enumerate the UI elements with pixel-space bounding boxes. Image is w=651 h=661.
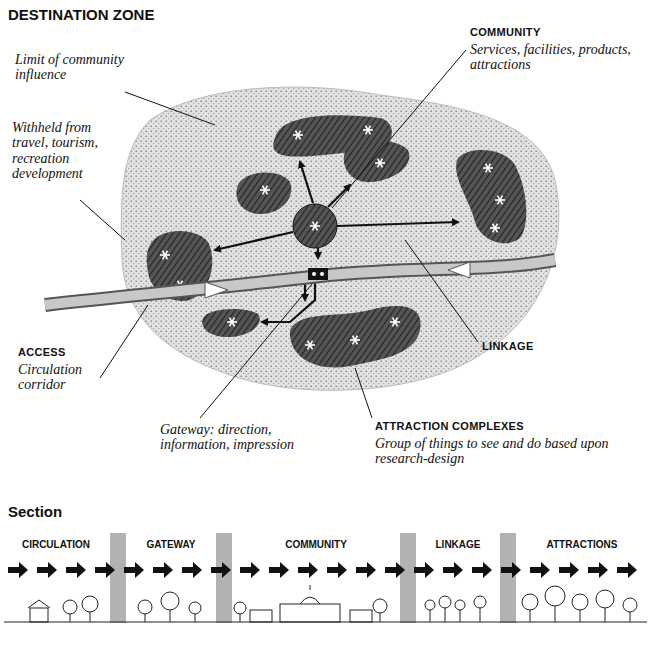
band-label: LINKAGE — [436, 539, 481, 550]
section-band: GATEWAY — [128, 538, 214, 551]
part-name: COMMUNITY — [470, 26, 640, 38]
band-label: GATEWAY — [147, 539, 196, 550]
note-text: Withheld from travel, tourism, recreatio… — [12, 120, 107, 182]
note-text: Services, facilities, products, attracti… — [470, 42, 645, 73]
section-heading: Section — [8, 503, 128, 520]
section-band: CIRCULATION — [4, 538, 108, 551]
note-text: Circulation corridor — [18, 362, 108, 393]
part-name: LINKAGE — [482, 340, 582, 352]
band-label: CIRCULATION — [22, 539, 90, 550]
section-band: LINKAGE — [418, 538, 498, 551]
band-label: ATTRACTIONS — [547, 539, 618, 550]
note-text: Group of things to see and do based upon… — [375, 436, 645, 467]
section-band: COMMUNITY — [234, 538, 398, 551]
note-text: Gateway: direction, information, impress… — [160, 422, 320, 453]
diagram-title: DESTINATION ZONE — [8, 6, 154, 23]
section-band: ATTRACTIONS — [518, 538, 646, 551]
part-name: ACCESS — [18, 346, 118, 358]
band-label: COMMUNITY — [285, 539, 347, 550]
note-text: Limit of community influence — [15, 52, 155, 83]
part-name: ATTRACTION COMPLEXES — [375, 420, 635, 432]
